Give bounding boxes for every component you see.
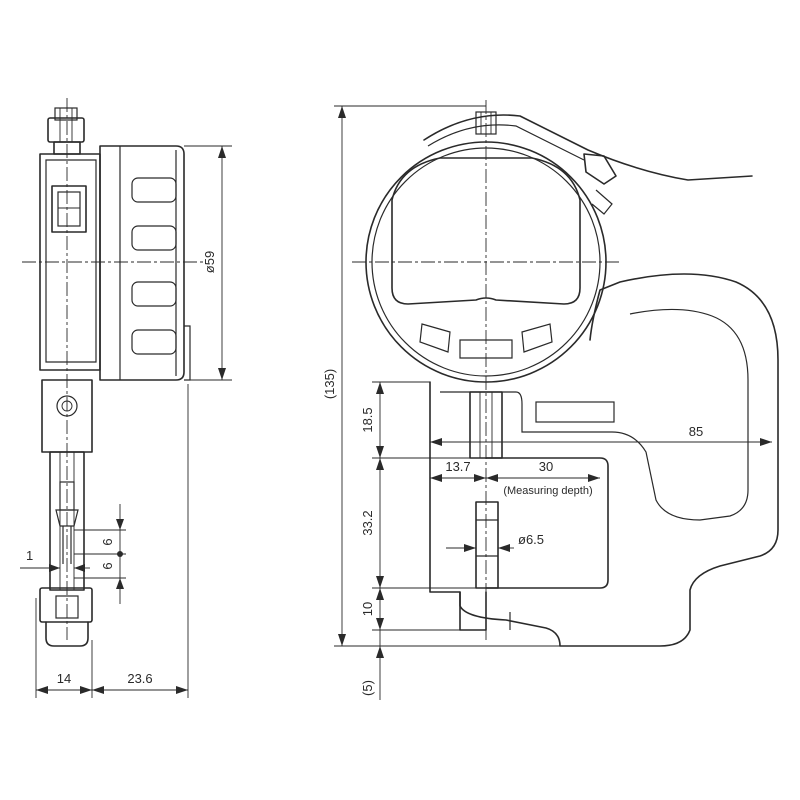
dim-label-anvil-diameter: ø6.5: [518, 532, 544, 547]
side-frame: [39, 379, 93, 647]
dim-label-anvil-gap: 1: [26, 548, 33, 563]
side-view: ø59 6 6 1: [20, 98, 232, 698]
front-view: (135) 18.5 33.2 10 (5) 85: [322, 100, 779, 700]
dim-label-contact-upper: 6: [100, 538, 115, 545]
button-left: [419, 323, 451, 353]
frame-label-plate: [535, 401, 615, 423]
lcd-display: [391, 157, 581, 305]
lift-lever: [423, 111, 753, 215]
dim-label-contact-lower: 6: [100, 562, 115, 569]
button-center: [459, 339, 513, 359]
side-dial-bezel: [99, 145, 191, 381]
dim-label-bottom-offset: (5): [360, 680, 375, 696]
dim-label-total-height: (135): [322, 369, 337, 399]
dim-side-contact: 6 6: [74, 504, 126, 604]
spindle-contact: [475, 501, 499, 589]
dim-front-vertical-chain: 18.5 33.2 10 (5): [360, 381, 486, 700]
dim-label-side-depth: 23.6: [127, 671, 152, 686]
release-knob: [47, 107, 85, 155]
dim-label-dial-diameter: ø59: [202, 251, 217, 273]
dim-side-gap: 1: [20, 548, 90, 572]
dim-label-total-depth: 85: [689, 424, 703, 439]
dim-label-offset: 13.7: [445, 459, 470, 474]
dim-label-throat-depth-note: (Measuring depth): [503, 485, 592, 497]
dim-label-base-height: 10: [360, 602, 375, 616]
dim-side-bottom: 14 23.6: [35, 384, 189, 698]
button-right: [521, 323, 553, 353]
dim-label-upper-height: 18.5: [360, 407, 375, 432]
dim-label-throat-height: 33.2: [360, 510, 375, 535]
dim-side-diameter: ø59: [184, 145, 232, 381]
dim-label-throat-depth: 30: [539, 459, 553, 474]
dim-front-horizontal: 85 13.7 30 (Measuring depth) ø6.5: [429, 424, 772, 552]
c-frame: [429, 273, 779, 647]
front-dial: [365, 141, 607, 383]
dim-front-total-height: (135): [322, 105, 560, 647]
dim-label-body-width: 14: [57, 671, 71, 686]
